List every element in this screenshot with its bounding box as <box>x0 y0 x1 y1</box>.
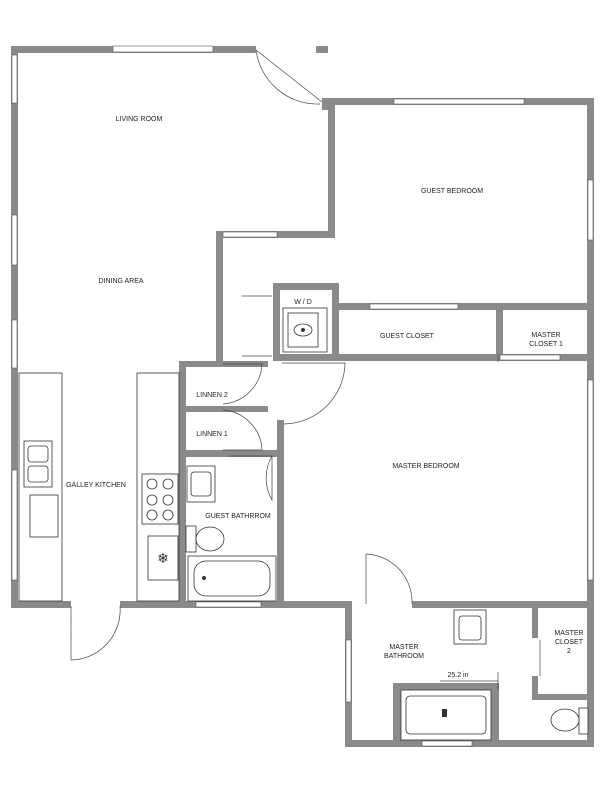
label-wd: W / D <box>294 299 312 306</box>
dimension-marker <box>440 672 499 690</box>
door-swing-icon[interactable] <box>222 363 263 405</box>
window-icon <box>499 354 561 361</box>
window-icon <box>421 740 473 747</box>
sink-icon <box>23 440 53 488</box>
window-icon <box>11 469 18 581</box>
label-guest-bedroom: GUEST BEDROOM <box>421 188 483 195</box>
window-icon <box>393 98 525 105</box>
master-bathroom-fixtures <box>400 609 589 741</box>
door-swing-icon[interactable] <box>222 409 263 451</box>
guest-bathroom-fixtures <box>185 465 277 602</box>
sink-icon <box>186 465 216 503</box>
window-icon <box>587 379 594 581</box>
window-icon <box>369 303 459 310</box>
galley-kitchen-fixtures: ❄ <box>18 372 180 602</box>
dimension-label: 25.2 in <box>447 672 468 679</box>
bathtub-icon <box>187 555 277 602</box>
window-icon <box>11 319 18 369</box>
label-dining-area: DINING AREA <box>98 278 143 285</box>
door-swing-icon[interactable] <box>255 49 323 105</box>
window-icon <box>195 601 262 608</box>
sink-icon <box>453 609 487 645</box>
svg-text:❄: ❄ <box>157 551 169 567</box>
label-linnen-1: LINNEN 1 <box>196 431 228 438</box>
label-master-bedroom: MASTER BEDROOM <box>392 463 459 470</box>
label-master-closet-2-line2: CLOSET <box>555 639 584 646</box>
label-master-closet-1-line1: MASTER <box>531 332 560 339</box>
label-living-room: LIVING ROOM <box>116 116 163 123</box>
dishwasher <box>29 494 59 538</box>
room-labels: LIVING ROOM DINING AREA GALLEY KITCHEN G… <box>66 116 584 679</box>
window-icon <box>11 214 18 266</box>
doors <box>70 49 541 676</box>
window-icon <box>345 639 352 703</box>
label-master-bathroom-line1: MASTER <box>389 644 418 651</box>
windows <box>11 45 594 747</box>
window-icon <box>587 179 594 241</box>
toilet-icon <box>185 525 225 553</box>
label-linnen-2: LINNEN 2 <box>196 392 228 399</box>
label-master-closet-2-line3: 2 <box>567 648 571 655</box>
label-master-closet-2-line1: MASTER <box>554 630 583 637</box>
window-icon <box>11 54 18 104</box>
door-swing-icon[interactable] <box>282 362 346 425</box>
label-guest-bathroom: GUEST BATHRROM <box>205 513 271 520</box>
window-icon <box>222 231 278 238</box>
door-swing-icon[interactable] <box>70 605 121 661</box>
door-swing-icon[interactable] <box>229 455 273 502</box>
stove-icon <box>141 473 179 525</box>
door-swing-icon[interactable] <box>242 295 272 357</box>
bathtub-icon <box>400 689 492 741</box>
toilet-icon <box>550 707 589 735</box>
label-master-bathroom-line2: BATHROOM <box>384 653 424 660</box>
label-guest-closet: GUEST CLOSET <box>380 333 435 340</box>
label-galley-kitchen: GALLEY KITCHEN <box>66 482 126 489</box>
walls <box>11 46 594 747</box>
washer-icon <box>282 307 328 353</box>
label-master-closet-1-line2: CLOSET 1 <box>529 341 563 348</box>
door-swing-icon[interactable] <box>365 553 413 605</box>
fridge-icon: ❄ <box>147 535 179 581</box>
window-icon <box>112 45 214 53</box>
